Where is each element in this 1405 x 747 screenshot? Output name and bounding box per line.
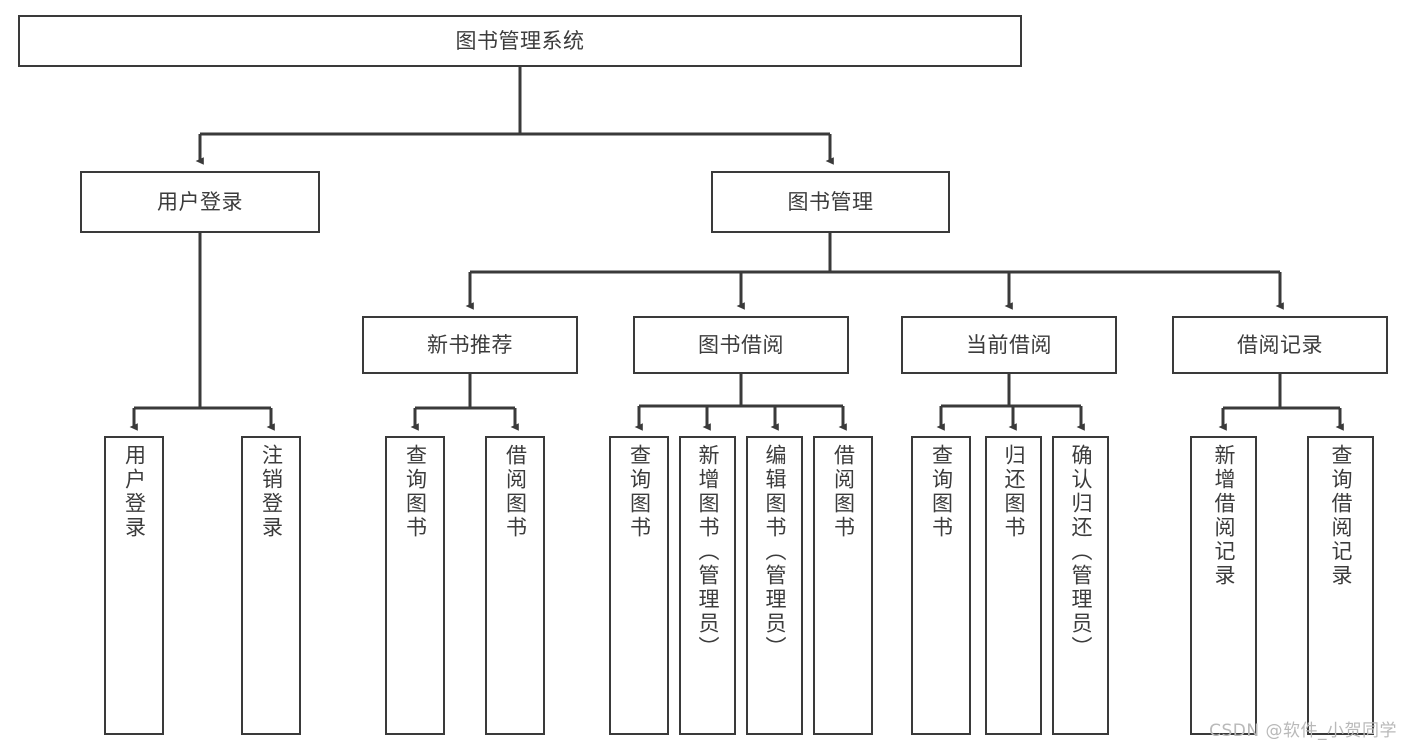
- node-leaf-query-record[interactable]: 查询借阅记录: [1307, 436, 1374, 735]
- node-leaf-borrow-book-1-label: 借阅图书: [503, 444, 528, 540]
- node-leaf-add-book-label: 新增图书（管理员）: [696, 444, 720, 660]
- node-leaf-borrow-book-2-label: 借阅图书: [831, 444, 856, 540]
- node-book-manage[interactable]: 图书管理: [711, 171, 950, 233]
- node-leaf-edit-book[interactable]: 编辑图书（管理员）: [746, 436, 803, 735]
- node-current-borrow-label: 当前借阅: [966, 332, 1052, 357]
- node-borrow-record-label: 借阅记录: [1237, 332, 1323, 357]
- node-user-login[interactable]: 用户登录: [80, 171, 320, 233]
- node-leaf-confirm-return[interactable]: 确认归还（管理员）: [1052, 436, 1109, 735]
- node-current-borrow[interactable]: 当前借阅: [901, 316, 1117, 374]
- node-book-manage-label: 图书管理: [787, 189, 874, 214]
- node-leaf-return-book-label: 归还图书: [1002, 444, 1026, 540]
- node-leaf-add-record-label: 新增借阅记录: [1212, 444, 1236, 588]
- node-new-book-recommend-label: 新书推荐: [427, 332, 513, 357]
- node-book-borrow[interactable]: 图书借阅: [633, 316, 849, 374]
- node-leaf-user-login-label: 用户登录: [122, 444, 147, 540]
- node-new-book-recommend[interactable]: 新书推荐: [362, 316, 578, 374]
- node-leaf-confirm-return-label: 确认归还（管理员）: [1069, 444, 1093, 660]
- node-user-login-label: 用户登录: [157, 189, 243, 214]
- node-root-label: 图书管理系统: [455, 28, 585, 53]
- node-leaf-edit-book-label: 编辑图书（管理员）: [763, 444, 787, 660]
- node-leaf-query-book-2-label: 查询图书: [627, 444, 652, 540]
- node-book-borrow-label: 图书借阅: [698, 332, 784, 357]
- node-leaf-user-login[interactable]: 用户登录: [104, 436, 164, 735]
- node-leaf-borrow-book-2[interactable]: 借阅图书: [813, 436, 873, 735]
- node-leaf-query-book-1[interactable]: 查询图书: [385, 436, 445, 735]
- node-leaf-add-record[interactable]: 新增借阅记录: [1190, 436, 1257, 735]
- node-leaf-borrow-book-1[interactable]: 借阅图书: [485, 436, 545, 735]
- node-leaf-return-book[interactable]: 归还图书: [985, 436, 1042, 735]
- node-leaf-add-book[interactable]: 新增图书（管理员）: [679, 436, 736, 735]
- node-leaf-query-book-3[interactable]: 查询图书: [911, 436, 971, 735]
- node-borrow-record[interactable]: 借阅记录: [1172, 316, 1388, 374]
- csdn-watermark: CSDN @软件_小贺同学: [1209, 721, 1397, 741]
- node-leaf-query-book-3-label: 查询图书: [929, 444, 954, 540]
- node-leaf-query-book-1-label: 查询图书: [403, 444, 428, 540]
- node-leaf-logout[interactable]: 注销登录: [241, 436, 301, 735]
- node-leaf-logout-label: 注销登录: [259, 444, 284, 540]
- node-leaf-query-book-2[interactable]: 查询图书: [609, 436, 669, 735]
- node-leaf-query-record-label: 查询借阅记录: [1329, 444, 1353, 588]
- node-root[interactable]: 图书管理系统: [18, 15, 1022, 67]
